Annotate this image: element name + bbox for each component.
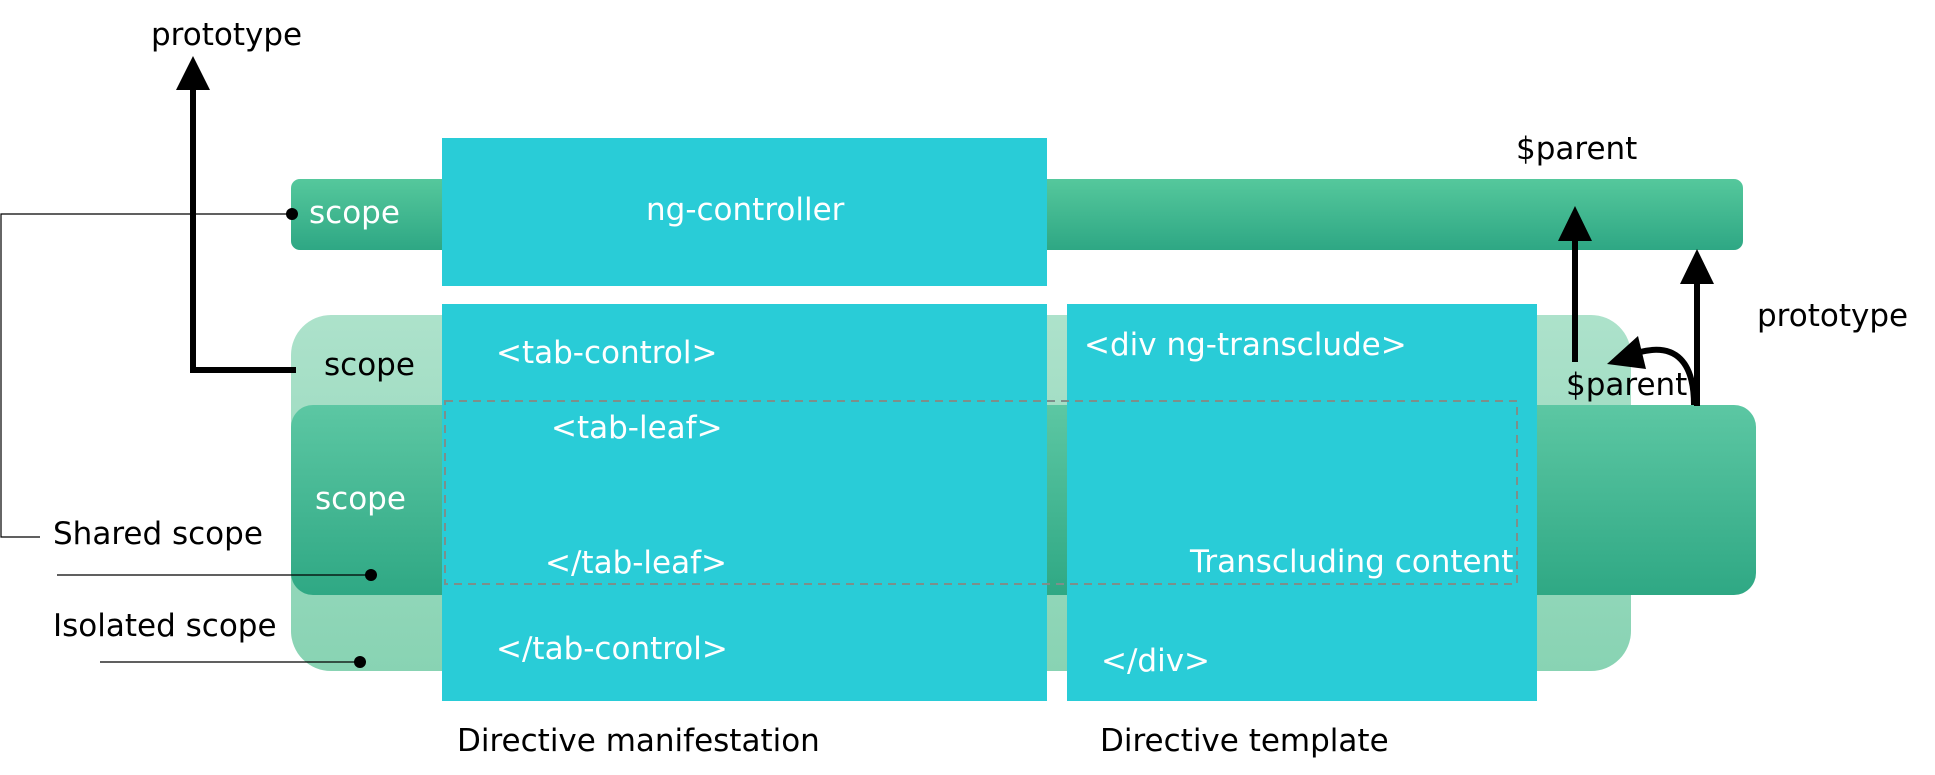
tab-control-close: </tab-control> (496, 631, 728, 667)
isolated-scope-dot (354, 656, 366, 668)
scope-label-shared: scope (315, 481, 406, 517)
parent-label-inner: $parent (1566, 367, 1688, 403)
transcluding-content-label: Transcluding content (1190, 544, 1514, 580)
prototype-arrow-left (190, 82, 296, 373)
div-close: </div> (1101, 643, 1211, 679)
prototype-label-top: prototype (151, 17, 303, 53)
shared-scope-dot (365, 569, 377, 581)
scope-label-top: scope (309, 195, 400, 231)
scope-label-isolated: scope (324, 347, 415, 383)
shared-scope-label: Shared scope (53, 516, 263, 552)
template-box (1067, 304, 1537, 701)
ng-controller-label: ng-controller (646, 192, 845, 228)
tab-leaf-open: <tab-leaf> (551, 410, 723, 446)
isolated-scope-label: Isolated scope (53, 608, 277, 644)
tab-control-open: <tab-control> (496, 335, 718, 371)
manifestation-box (442, 304, 1047, 701)
prototype-arrowhead-right (1680, 249, 1714, 284)
div-ng-transclude-open: <div ng-transclude> (1084, 327, 1407, 363)
ng-controller-box (442, 138, 1047, 286)
parent-arrowhead (1558, 206, 1592, 241)
directive-template-caption: Directive template (1100, 723, 1389, 759)
transclusion-outline (444, 400, 1518, 585)
directive-manifestation-caption: Directive manifestation (457, 723, 820, 759)
prototype-label-right: prototype (1757, 298, 1909, 334)
top-scope-dot (286, 208, 298, 220)
shared-scope-leader (0, 213, 292, 538)
tab-leaf-close: </tab-leaf> (545, 545, 728, 581)
curved-parent-arrow (1639, 346, 1697, 406)
curved-parent-arrowhead (1607, 336, 1646, 369)
prototype-arrowhead-left (176, 56, 210, 90)
parent-label-top: $parent (1516, 131, 1638, 167)
